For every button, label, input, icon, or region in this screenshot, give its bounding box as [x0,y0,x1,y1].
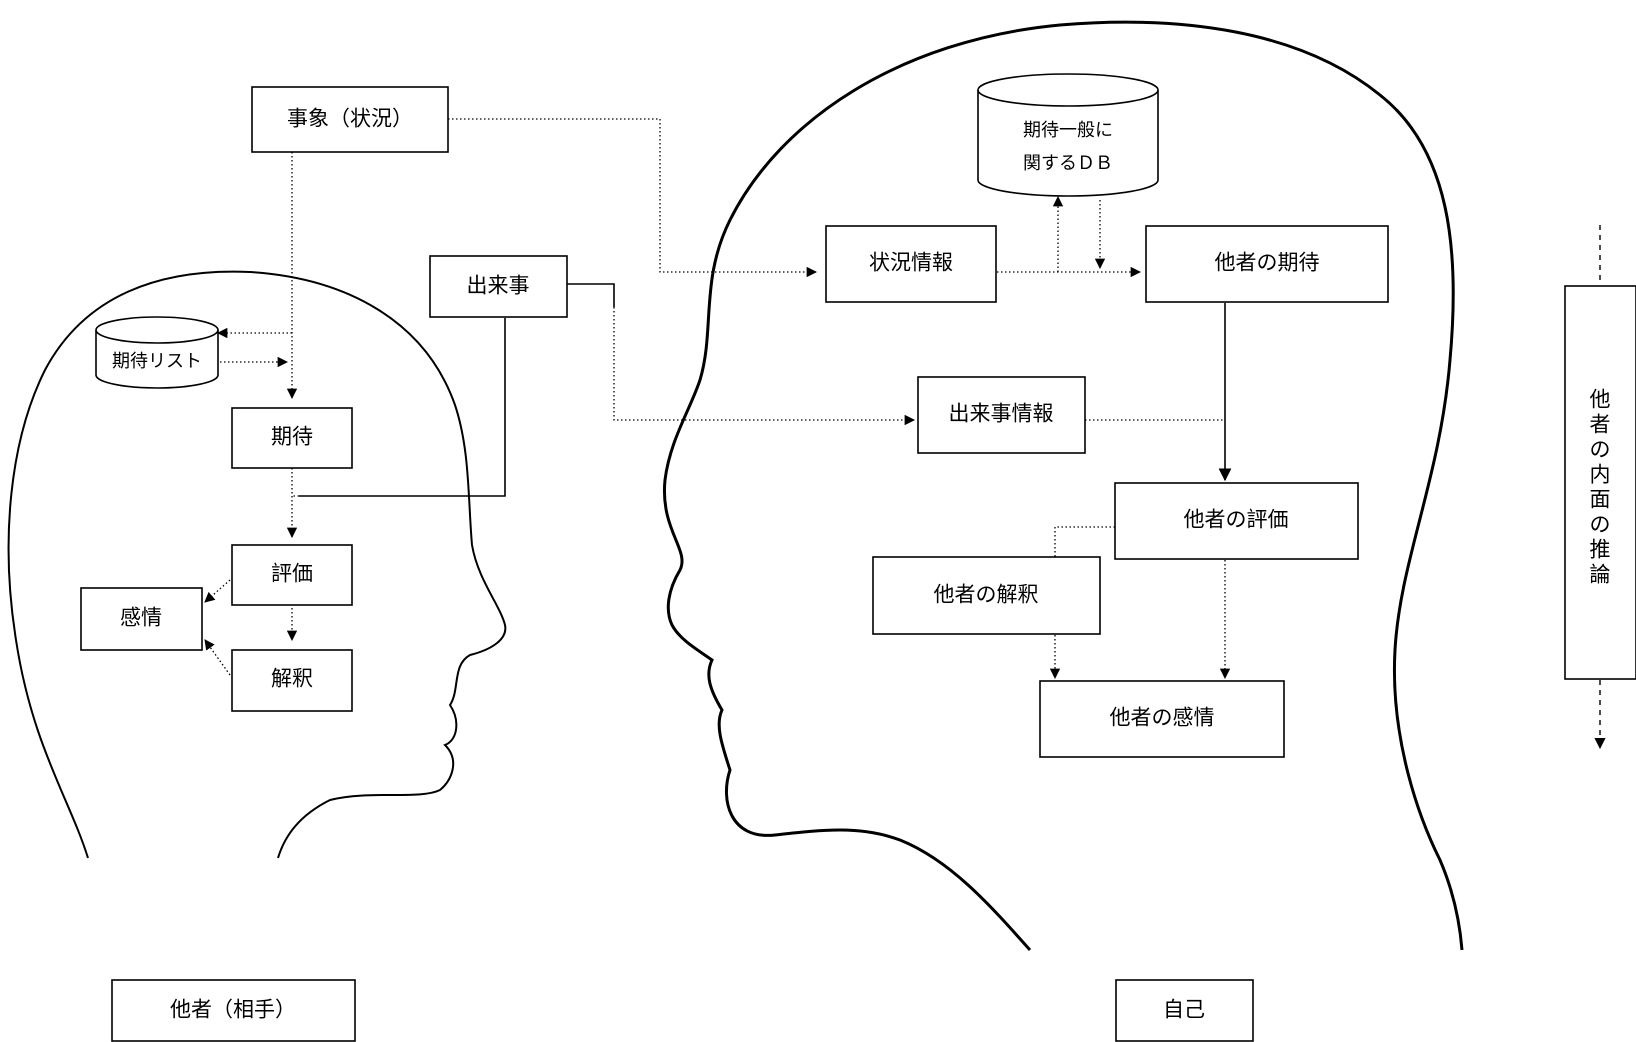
box-others-expectation: 他者の期待 [1145,225,1389,303]
connector-interpretation-to-emotion [204,639,231,676]
inference-char: 推 [1590,538,1611,562]
box-others-evaluation: 他者の評価 [1114,482,1359,560]
connector-occurrence-to-occurrence-info-dotted [613,307,916,426]
cylinder-expectation-db-line2: 関するＤＢ [1023,153,1113,174]
box-event-situation: 事象（状況） [251,86,449,153]
box-evaluation-label: 評価 [271,562,313,586]
inference-char: 面 [1590,488,1611,512]
cylinder-expectation-list-label: 期待リスト [112,351,202,372]
box-inference: 他 者 の 内 面 の 推 論 [1564,285,1636,680]
box-interpretation: 解釈 [231,649,353,712]
box-situation-info: 状況情報 [825,225,997,303]
box-emotion-label: 感情 [120,606,162,630]
box-others-interpretation: 他者の解釈 [872,556,1101,635]
cylinder-expectation-db: 期待一般に 関するＤＢ [977,73,1159,197]
cylinder-expectation-list: 期待リスト [95,316,219,389]
box-event-situation-label: 事象（状況） [287,107,413,131]
box-occurrence-info-label: 出来事情報 [949,402,1054,426]
box-expectation-label: 期待 [271,425,313,449]
box-self: 自己 [1115,979,1254,1042]
connector-evaluation-to-emotion [204,579,231,603]
box-other-party-label: 他者（相手） [170,998,296,1022]
inference-char: 内 [1590,463,1611,487]
box-expectation: 期待 [231,407,353,469]
connector-others-evaluation-to-interpretation [1054,526,1115,557]
cylinder-expectation-db-line1: 期待一般に [1023,120,1113,141]
inference-char: の [1590,438,1611,462]
inference-vertical-text: 他 者 の 内 面 の 推 論 [1590,388,1611,587]
inference-char: 他 [1590,388,1611,412]
inference-char: 論 [1590,563,1611,587]
inference-char: 者 [1590,413,1611,437]
box-interpretation-label: 解釈 [271,667,313,691]
box-others-evaluation-label: 他者の評価 [1184,508,1289,532]
box-evaluation: 評価 [231,544,353,606]
connector-occurrence-to-occurrence-info [567,283,615,307]
self-head-silhouette [662,20,1464,951]
connector-occurrence-to-evaluation [299,318,506,497]
box-others-interpretation-label: 他者の解釈 [934,583,1039,607]
connector-event-to-situation-info [448,118,818,278]
inference-char: の [1590,513,1611,537]
box-occurrence-label: 出来事 [467,274,530,298]
box-others-emotion: 他者の感情 [1039,680,1285,758]
box-situation-info-label: 状況情報 [869,251,953,275]
box-others-expectation-label: 他者の期待 [1215,251,1320,275]
box-occurrence: 出来事 [429,255,568,318]
box-emotion: 感情 [80,587,203,651]
box-other-party: 他者（相手） [111,979,356,1042]
box-others-emotion-label: 他者の感情 [1110,706,1215,730]
other-head-silhouette [7,270,507,859]
box-occurrence-info: 出来事情報 [917,376,1086,454]
box-self-label: 自己 [1163,998,1205,1022]
